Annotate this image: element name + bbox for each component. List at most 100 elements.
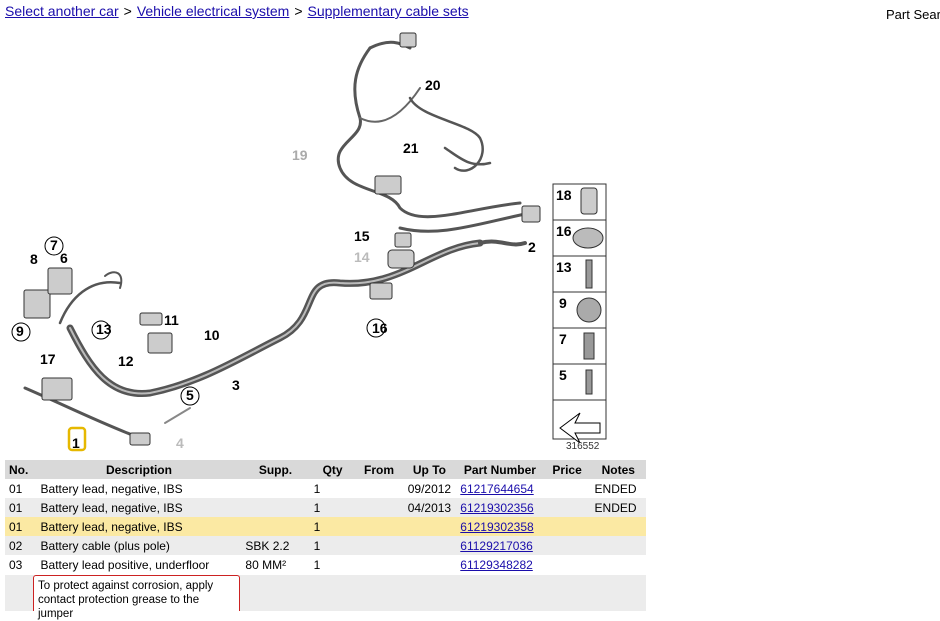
- cell-supp: 80 MM²: [241, 555, 310, 574]
- table-row: 03 Battery lead positive, underfloor 80 …: [5, 555, 646, 574]
- callout-7: 7: [50, 237, 58, 253]
- callout-5: 5: [186, 387, 194, 403]
- breadcrumb: Select another car>Vehicle electrical sy…: [5, 3, 469, 19]
- cell-supp: SBK 2.2: [241, 536, 310, 555]
- part-number-link[interactable]: 61219302358: [460, 519, 534, 534]
- panel-label-9: 9: [559, 295, 567, 311]
- side-panel: [552, 183, 607, 444]
- cell-price: [543, 517, 591, 536]
- col-from: From: [355, 460, 403, 479]
- cell-description: Battery lead, negative, IBS: [36, 517, 242, 536]
- cell-description: Battery cable (plus pole): [36, 536, 242, 555]
- cell-price: [543, 479, 591, 498]
- parts-diagram: 1 2 3 4 5 6 7 8 9 10 11 12 13 14 15 16 1…: [11, 32, 607, 452]
- breadcrumb-electrical-system[interactable]: Vehicle electrical system: [136, 3, 290, 19]
- cell-description: Battery lead positive, underfloor: [36, 555, 242, 574]
- grommet-14: [387, 249, 415, 269]
- cell-no: 03: [5, 555, 37, 574]
- cell-no: 01: [5, 517, 37, 536]
- callout-9: 9: [16, 323, 24, 339]
- col-qty: Qty: [309, 460, 356, 479]
- diagram-reference: 316552: [566, 441, 600, 452]
- breadcrumb-select-car[interactable]: Select another car: [5, 3, 119, 19]
- callout-15: 15: [354, 228, 370, 244]
- callout-11: 11: [164, 312, 179, 328]
- part-number-link[interactable]: 61217644654: [460, 481, 534, 496]
- col-upto: Up To: [402, 460, 457, 479]
- cell-from: [355, 555, 403, 574]
- table-row-highlighted: 01 Battery lead, negative, IBS 1 6121930…: [5, 517, 646, 536]
- callout-12: 12: [118, 353, 134, 369]
- callout-14: 14: [354, 249, 370, 265]
- connector-15: [394, 232, 412, 248]
- callout-8: 8: [30, 251, 38, 267]
- cell-notes: [590, 555, 646, 574]
- module-6: [47, 267, 73, 295]
- cell-qty: 1: [309, 517, 356, 536]
- col-price: Price: [543, 460, 591, 479]
- cell-upto: [402, 555, 457, 574]
- cable-3: [66, 239, 484, 398]
- part-number-link[interactable]: 61129217036: [460, 538, 533, 553]
- connector-16: [369, 282, 393, 300]
- cell-no: 02: [5, 536, 37, 555]
- cell-supp: [241, 498, 310, 517]
- cell-upto: 09/2012: [402, 479, 457, 498]
- bracket-17: [41, 377, 73, 401]
- col-description: Description: [36, 460, 242, 479]
- cell-notes: [590, 517, 646, 536]
- part-number-link[interactable]: 61129348282: [460, 557, 533, 572]
- callout-4: 4: [176, 435, 184, 451]
- cell-description: Battery lead, negative, IBS: [36, 479, 242, 498]
- col-notes: Notes: [590, 460, 646, 479]
- bracket-11: [139, 312, 163, 326]
- cell-price: [543, 498, 591, 517]
- cell-from: [355, 479, 403, 498]
- cable-20: [408, 96, 484, 172]
- table-header: No. Description Supp. Qty From Up To Par…: [5, 460, 646, 479]
- parts-table: No. Description Supp. Qty From Up To Par…: [5, 460, 646, 574]
- col-no: No.: [5, 460, 37, 479]
- note-line-2: contact protection grease to the jumper: [38, 594, 200, 620]
- breadcrumb-separator: >: [123, 3, 132, 19]
- callout-17: 17: [40, 351, 56, 367]
- cell-upto: [402, 517, 457, 536]
- callout-21: 21: [403, 140, 419, 156]
- callout-13: 13: [96, 321, 112, 337]
- cell-notes: [590, 536, 646, 555]
- cell-supp: [241, 517, 310, 536]
- module-8: [23, 289, 51, 319]
- callout-10: 10: [204, 327, 220, 343]
- cell-from: [355, 536, 403, 555]
- cable-21: [443, 146, 492, 166]
- panel-label-5: 5: [559, 367, 567, 383]
- cell-supp: [241, 479, 310, 498]
- cell-price: [543, 555, 591, 574]
- note-line-1: To protect against corrosion, apply: [38, 580, 214, 592]
- cell-upto: 04/2013: [402, 498, 457, 517]
- cell-from: [355, 517, 403, 536]
- cell-description: Battery lead, negative, IBS: [36, 498, 242, 517]
- breadcrumb-cable-sets[interactable]: Supplementary cable sets: [307, 3, 469, 19]
- callout-20: 20: [425, 77, 441, 93]
- cell-qty: 1: [309, 536, 356, 555]
- cell-qty: 1: [309, 555, 356, 574]
- cell-notes: ENDED: [590, 498, 646, 517]
- col-supp: Supp.: [241, 460, 310, 479]
- connector-19: [374, 175, 402, 195]
- panel-label-18: 18: [556, 187, 572, 203]
- panel-label-13: 13: [556, 259, 572, 275]
- cell-no: 01: [5, 498, 37, 517]
- connector-1: [129, 432, 151, 446]
- table-row: 01 Battery lead, negative, IBS 1 09/2012…: [5, 479, 646, 498]
- cable-2: [398, 211, 532, 233]
- installation-note: To protect against corrosion, apply cont…: [33, 575, 240, 620]
- breadcrumb-separator: >: [294, 3, 303, 19]
- cable-1: [23, 386, 142, 440]
- part-search-link[interactable]: Part Searc: [886, 7, 940, 22]
- callout-2: 2: [528, 239, 536, 255]
- callout-6: 6: [60, 250, 68, 266]
- cable-19: [336, 46, 522, 219]
- callout-3: 3: [232, 377, 240, 393]
- part-number-link[interactable]: 61219302356: [460, 500, 534, 515]
